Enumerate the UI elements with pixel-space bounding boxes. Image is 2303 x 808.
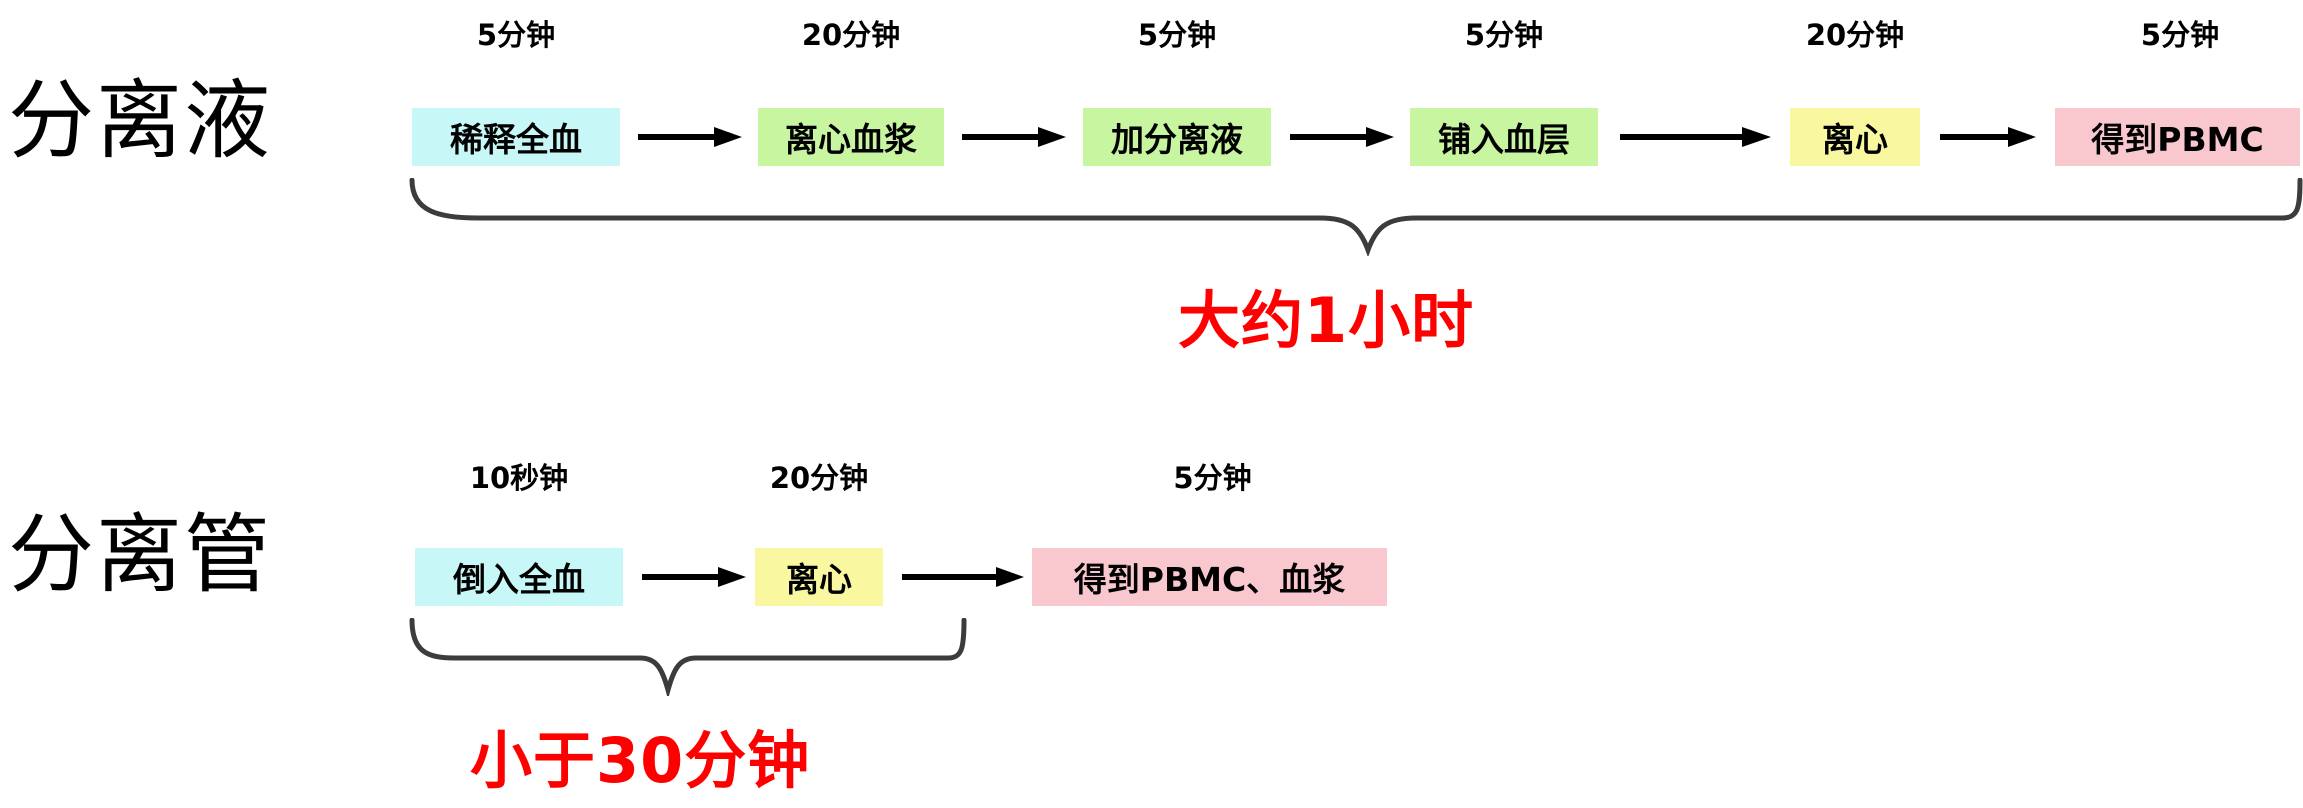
brace-row-1	[409, 178, 2303, 256]
step-box-r1-centrifuge-plasma[interactable]: 离心血浆	[758, 108, 944, 166]
step-box-r1-add-separation-medium[interactable]: 加分离液	[1083, 108, 1271, 166]
duration-label-r1-s3: 5分钟	[1137, 18, 1217, 52]
step-box-r1-dilute-whole-blood[interactable]: 稀释全血	[412, 108, 620, 166]
arrow-r1-1	[638, 127, 742, 147]
step-box-r2-obtain-pbmc-plasma[interactable]: 得到PBMC、血浆	[1032, 548, 1387, 606]
arrow-r1-4	[1620, 127, 1771, 147]
arrow-r1-5	[1940, 127, 2036, 147]
step-box-r1-obtain-pbmc[interactable]: 得到PBMC	[2055, 108, 2300, 166]
summary-text-row-1: 大约1小时	[1178, 284, 1475, 357]
arrow-r2-2	[902, 567, 1024, 587]
duration-label-r2-s3: 5分钟	[1173, 461, 1252, 495]
summary-text-row-2: 小于30分钟	[470, 724, 811, 797]
step-box-r2-centrifuge[interactable]: 离心	[755, 548, 883, 606]
duration-label-r1-s5: 20分钟	[1805, 18, 1905, 52]
duration-label-r1-s4: 5分钟	[1464, 18, 1544, 52]
row-label-separation-tube: 分离管	[8, 505, 272, 605]
row-label-separation-medium: 分离液	[8, 71, 272, 171]
arrow-r2-1	[642, 567, 746, 587]
duration-label-r1-s1: 5分钟	[476, 18, 556, 52]
step-box-r2-pour-whole-blood[interactable]: 倒入全血	[415, 548, 623, 606]
step-box-r1-centrifuge[interactable]: 离心	[1790, 108, 1920, 166]
step-box-r1-layer-blood[interactable]: 铺入血层	[1410, 108, 1598, 166]
arrow-r1-3	[1290, 127, 1394, 147]
duration-label-r2-s2: 20分钟	[769, 461, 869, 495]
duration-label-r1-s6: 5分钟	[2140, 18, 2220, 52]
brace-row-2	[409, 618, 967, 696]
arrow-r1-2	[962, 127, 1066, 147]
duration-label-r1-s2: 20分钟	[801, 18, 901, 52]
duration-label-r2-s1: 10秒钟	[469, 461, 569, 495]
